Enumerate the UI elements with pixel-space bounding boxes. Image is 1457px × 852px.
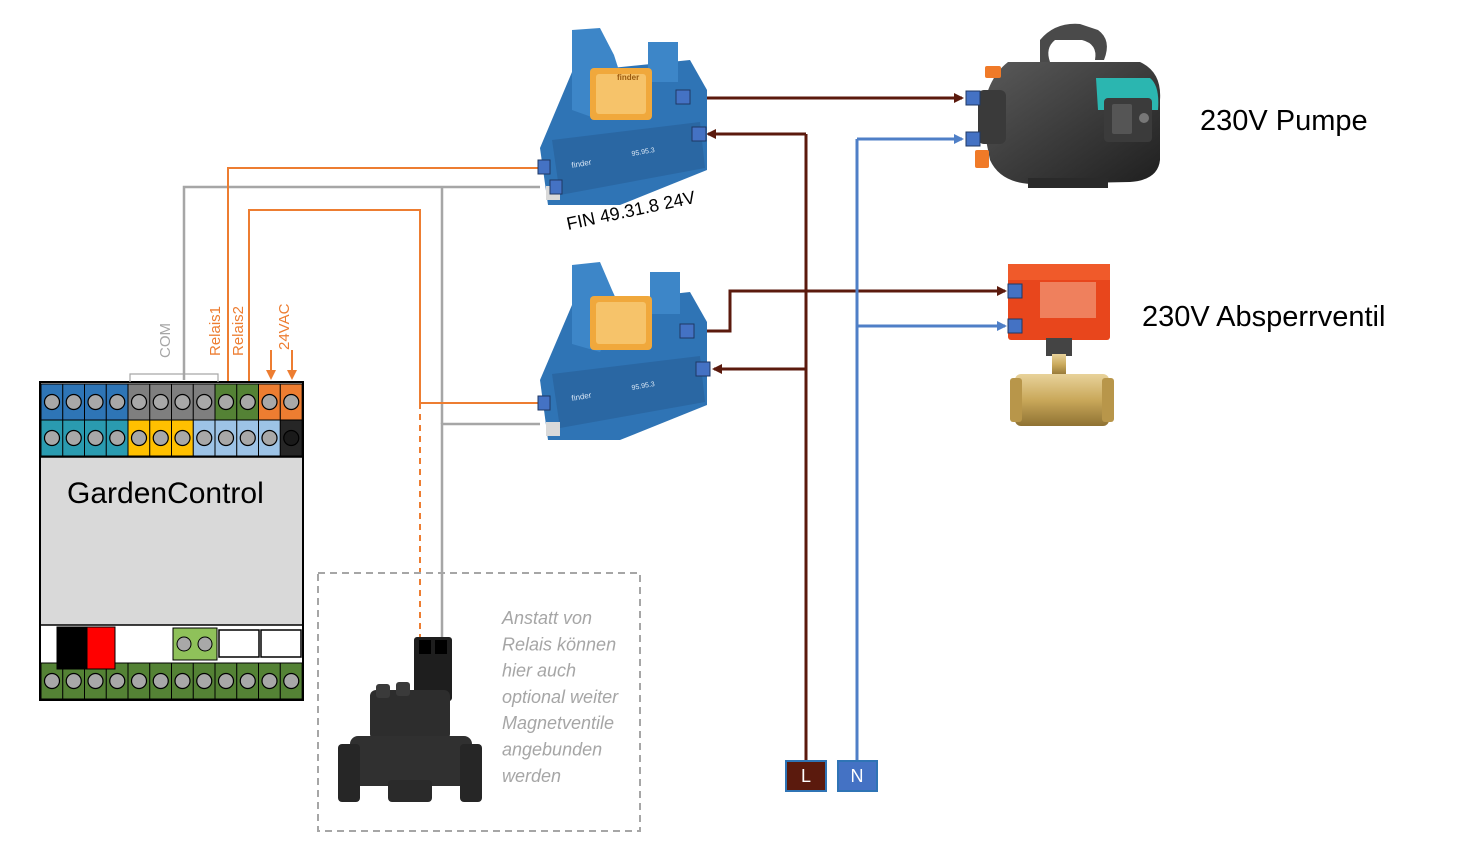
terminal-screw xyxy=(217,393,235,411)
valve-image xyxy=(1007,264,1114,426)
optional-note-line: hier auch xyxy=(502,661,576,681)
terminal-screw xyxy=(261,393,278,411)
optional-note-line: Anstatt von xyxy=(501,608,592,628)
terminal-screw xyxy=(43,672,61,690)
valve-label: 230V Absperrventil xyxy=(1142,301,1385,333)
relay-2-terminal-in xyxy=(695,361,711,377)
line-terminal-box xyxy=(785,760,827,792)
terminal-screw xyxy=(174,429,191,447)
terminal-screw xyxy=(217,429,235,447)
valve-terminal-l xyxy=(1007,283,1023,299)
terminal-screw xyxy=(109,672,126,690)
terminal-screw xyxy=(152,429,169,447)
terminal-screw xyxy=(239,429,256,447)
relay-1-brand-label: finder xyxy=(617,73,639,82)
terminal-screw xyxy=(43,393,61,411)
terminal-screw xyxy=(43,429,61,447)
terminal-screw xyxy=(65,429,82,447)
vac-arrows xyxy=(266,350,297,380)
terminal-screw xyxy=(196,429,213,447)
terminal-screw xyxy=(152,393,169,411)
terminal-screw xyxy=(87,429,104,447)
optional-note-line: Relais können xyxy=(502,634,616,654)
terminal-screw xyxy=(261,429,278,447)
relay-2-base-brand: finder xyxy=(571,391,593,403)
com-wires xyxy=(182,185,540,650)
optional-note-line: Magnetventile xyxy=(502,713,614,733)
line-terminal-label: L xyxy=(801,766,811,786)
terminal-screw xyxy=(130,393,148,411)
gardencontrol-module xyxy=(39,381,304,701)
relay-2-terminal-out xyxy=(679,323,695,339)
terminal-screw xyxy=(174,672,191,690)
relais2-label: Relais2 xyxy=(230,306,247,356)
module-title: GardenControl xyxy=(67,477,264,510)
terminal-screw xyxy=(65,393,82,411)
terminal-screw xyxy=(87,393,104,411)
terminal-screw xyxy=(130,429,148,447)
terminal-screw xyxy=(239,672,256,690)
terminal-screw xyxy=(283,393,300,411)
neutral-wires xyxy=(855,134,1007,760)
terminal-screw xyxy=(196,672,213,690)
relay-2-base-code: 95.95.3 xyxy=(631,381,655,392)
optional-note-line: angebunden xyxy=(502,740,602,760)
terminal-rows xyxy=(40,383,303,700)
com-label: COM xyxy=(157,323,174,358)
terminal-screw xyxy=(283,672,300,690)
signal-wires xyxy=(227,167,540,640)
magnetic-valve-image xyxy=(338,637,482,802)
pump-terminal-l xyxy=(965,90,981,106)
pump-terminal-n xyxy=(965,131,981,147)
vac-label: 24VAC xyxy=(276,303,293,350)
line-wires xyxy=(692,93,1007,760)
neutral-terminal-label: N xyxy=(851,766,864,786)
pump-image xyxy=(965,23,1161,188)
relay-1-terminal-coil xyxy=(537,159,551,175)
optional-note-line: werden xyxy=(502,766,561,786)
com-bracket xyxy=(129,373,219,382)
relay-2: finder 95.95.3 xyxy=(537,262,711,440)
relay-2-terminal-coil xyxy=(537,395,551,411)
relay-1-terminal-in xyxy=(691,126,707,142)
neutral-terminal-box xyxy=(837,760,878,792)
relay-1: finder finder 95.95.3 xyxy=(537,28,707,205)
valve-terminal-n xyxy=(1007,318,1023,334)
relais1-label: Relais1 xyxy=(207,306,224,356)
terminal-screw xyxy=(239,393,256,411)
terminal-screw xyxy=(152,672,169,690)
terminal-screw xyxy=(109,429,126,447)
terminal-screw xyxy=(217,672,235,690)
optional-note-line: optional weiter xyxy=(502,687,619,707)
terminal-screw xyxy=(130,672,148,690)
terminal-screw xyxy=(174,393,191,411)
relay-1-terminal-com xyxy=(549,179,563,195)
relay-1-base-brand: finder xyxy=(571,158,593,170)
terminal-screw xyxy=(261,672,278,690)
terminal-screw xyxy=(65,672,82,690)
terminal-screw xyxy=(87,672,104,690)
optional-box xyxy=(317,572,641,832)
terminal-screw xyxy=(283,429,300,447)
relay-1-terminal-out xyxy=(675,89,691,105)
terminal-screw xyxy=(196,393,213,411)
pump-label: 230V Pumpe xyxy=(1200,105,1368,137)
relay-1-base-code: 95.95.3 xyxy=(631,147,655,158)
terminal-screw xyxy=(109,393,126,411)
